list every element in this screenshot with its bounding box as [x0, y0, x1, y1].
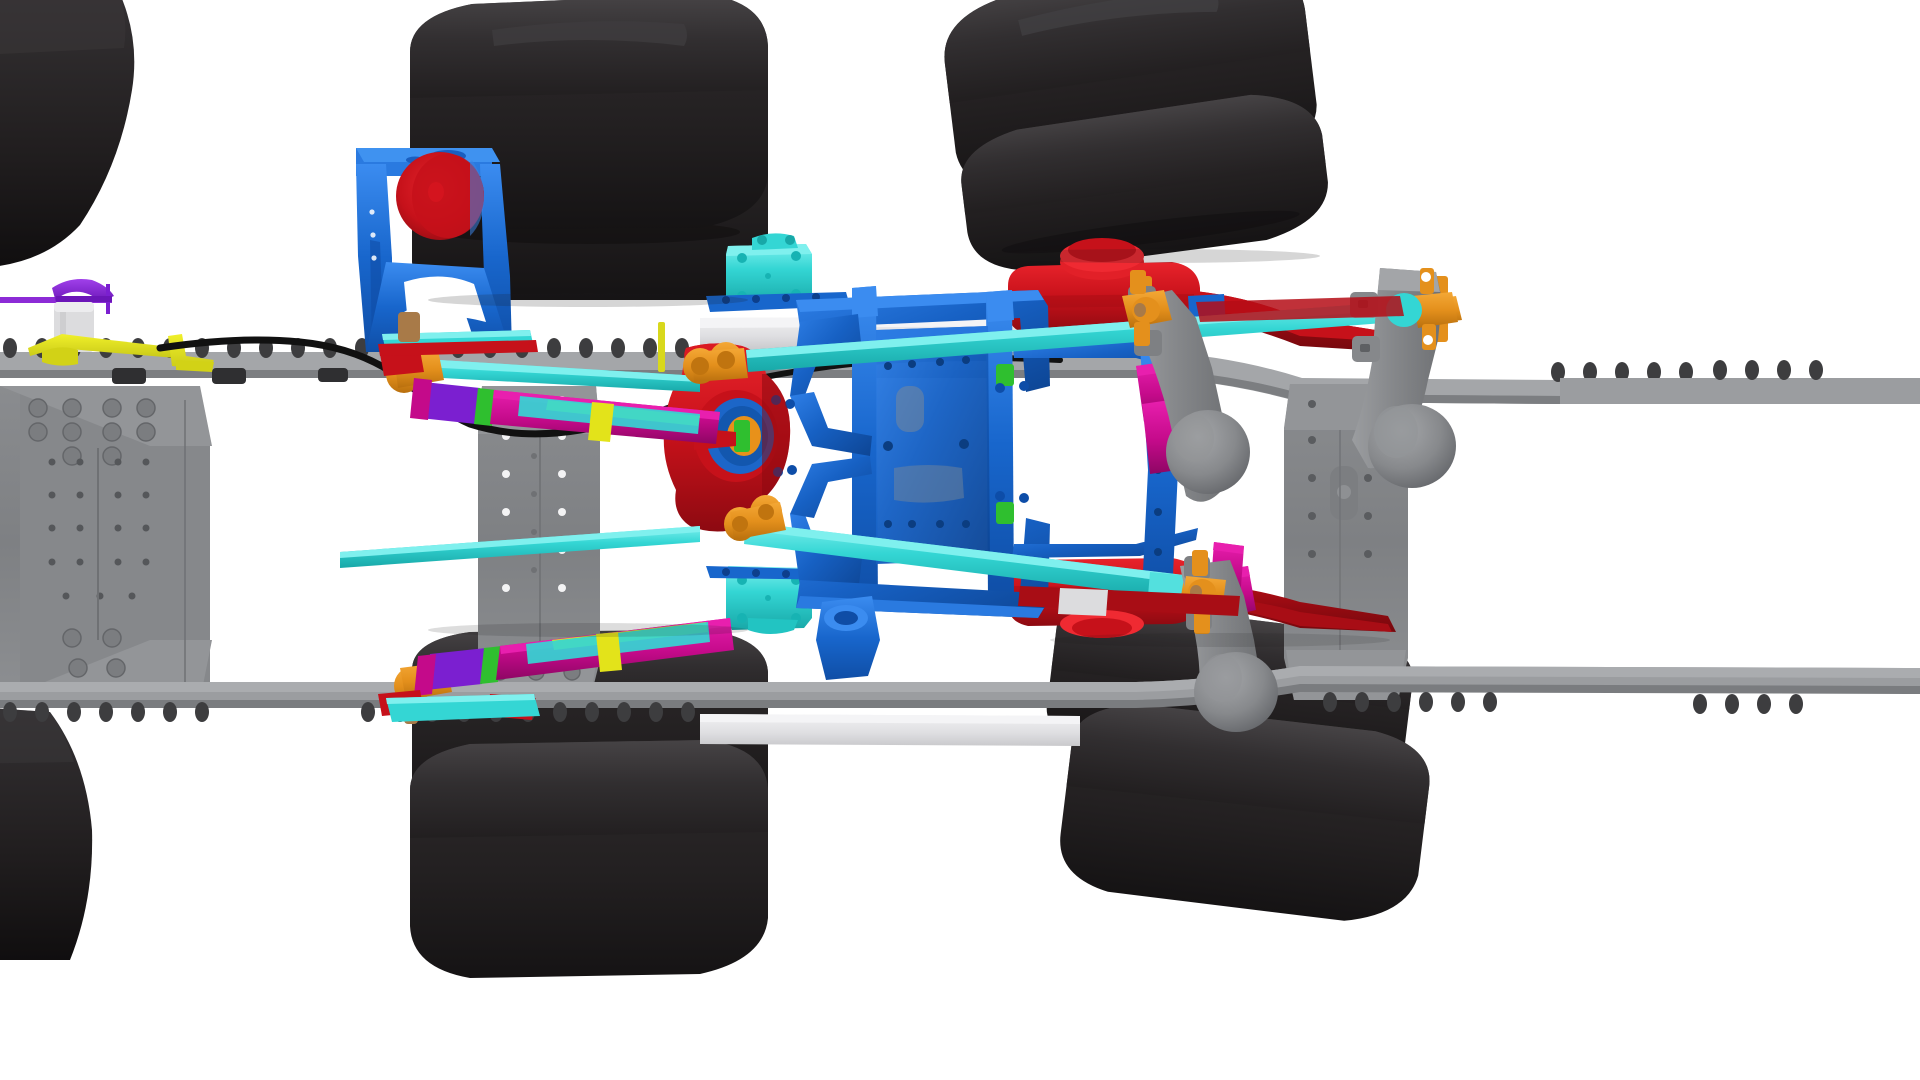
- control-arm-red-upper: [1196, 296, 1404, 322]
- tire-front-outer-lower: [410, 740, 768, 978]
- cyan-mount-plate-upper: [726, 233, 812, 306]
- track-rod-cyan-left-lower: [340, 526, 700, 568]
- tie-rod-end-orange-left-upper: [683, 342, 748, 384]
- contact-shadows: [428, 249, 1390, 647]
- steering-linkage-right-upper: [1128, 286, 1250, 502]
- marker-yellow-upper: [658, 322, 665, 372]
- track-rod-cyan-left-upper: [406, 358, 700, 392]
- shock-tower-blue: [356, 148, 512, 352]
- shock-absorber-magenta-lower: [414, 618, 734, 696]
- frame-rail-right-stub-upper: [1560, 360, 1920, 404]
- control-arm-red-lower: [1018, 586, 1240, 616]
- green-stub-lower: [996, 502, 1014, 524]
- cyan-plate-upper-shock: [378, 312, 538, 356]
- shock-absorber-magenta-upper: [410, 378, 720, 444]
- shock-bracket-red-upper: [380, 350, 424, 376]
- cyan-plate-lower-shock: [386, 694, 540, 722]
- tire-rear-outer-lower: [1060, 703, 1430, 921]
- crossmember-left: [0, 386, 212, 700]
- leveling-valve-purple: [0, 279, 114, 314]
- tire-corner-lower-left: [0, 708, 93, 960]
- orange-clamp-right-upper: [1122, 270, 1172, 346]
- tire-rear-inner-upper: [961, 94, 1328, 271]
- green-stub-upper: [996, 364, 1014, 386]
- pinion-green: [734, 420, 750, 452]
- tie-rod-end-orange-left-lower: [724, 495, 786, 541]
- bump-stop-white-lower: [700, 714, 1080, 746]
- tire-corner-upper-left: [0, 0, 135, 266]
